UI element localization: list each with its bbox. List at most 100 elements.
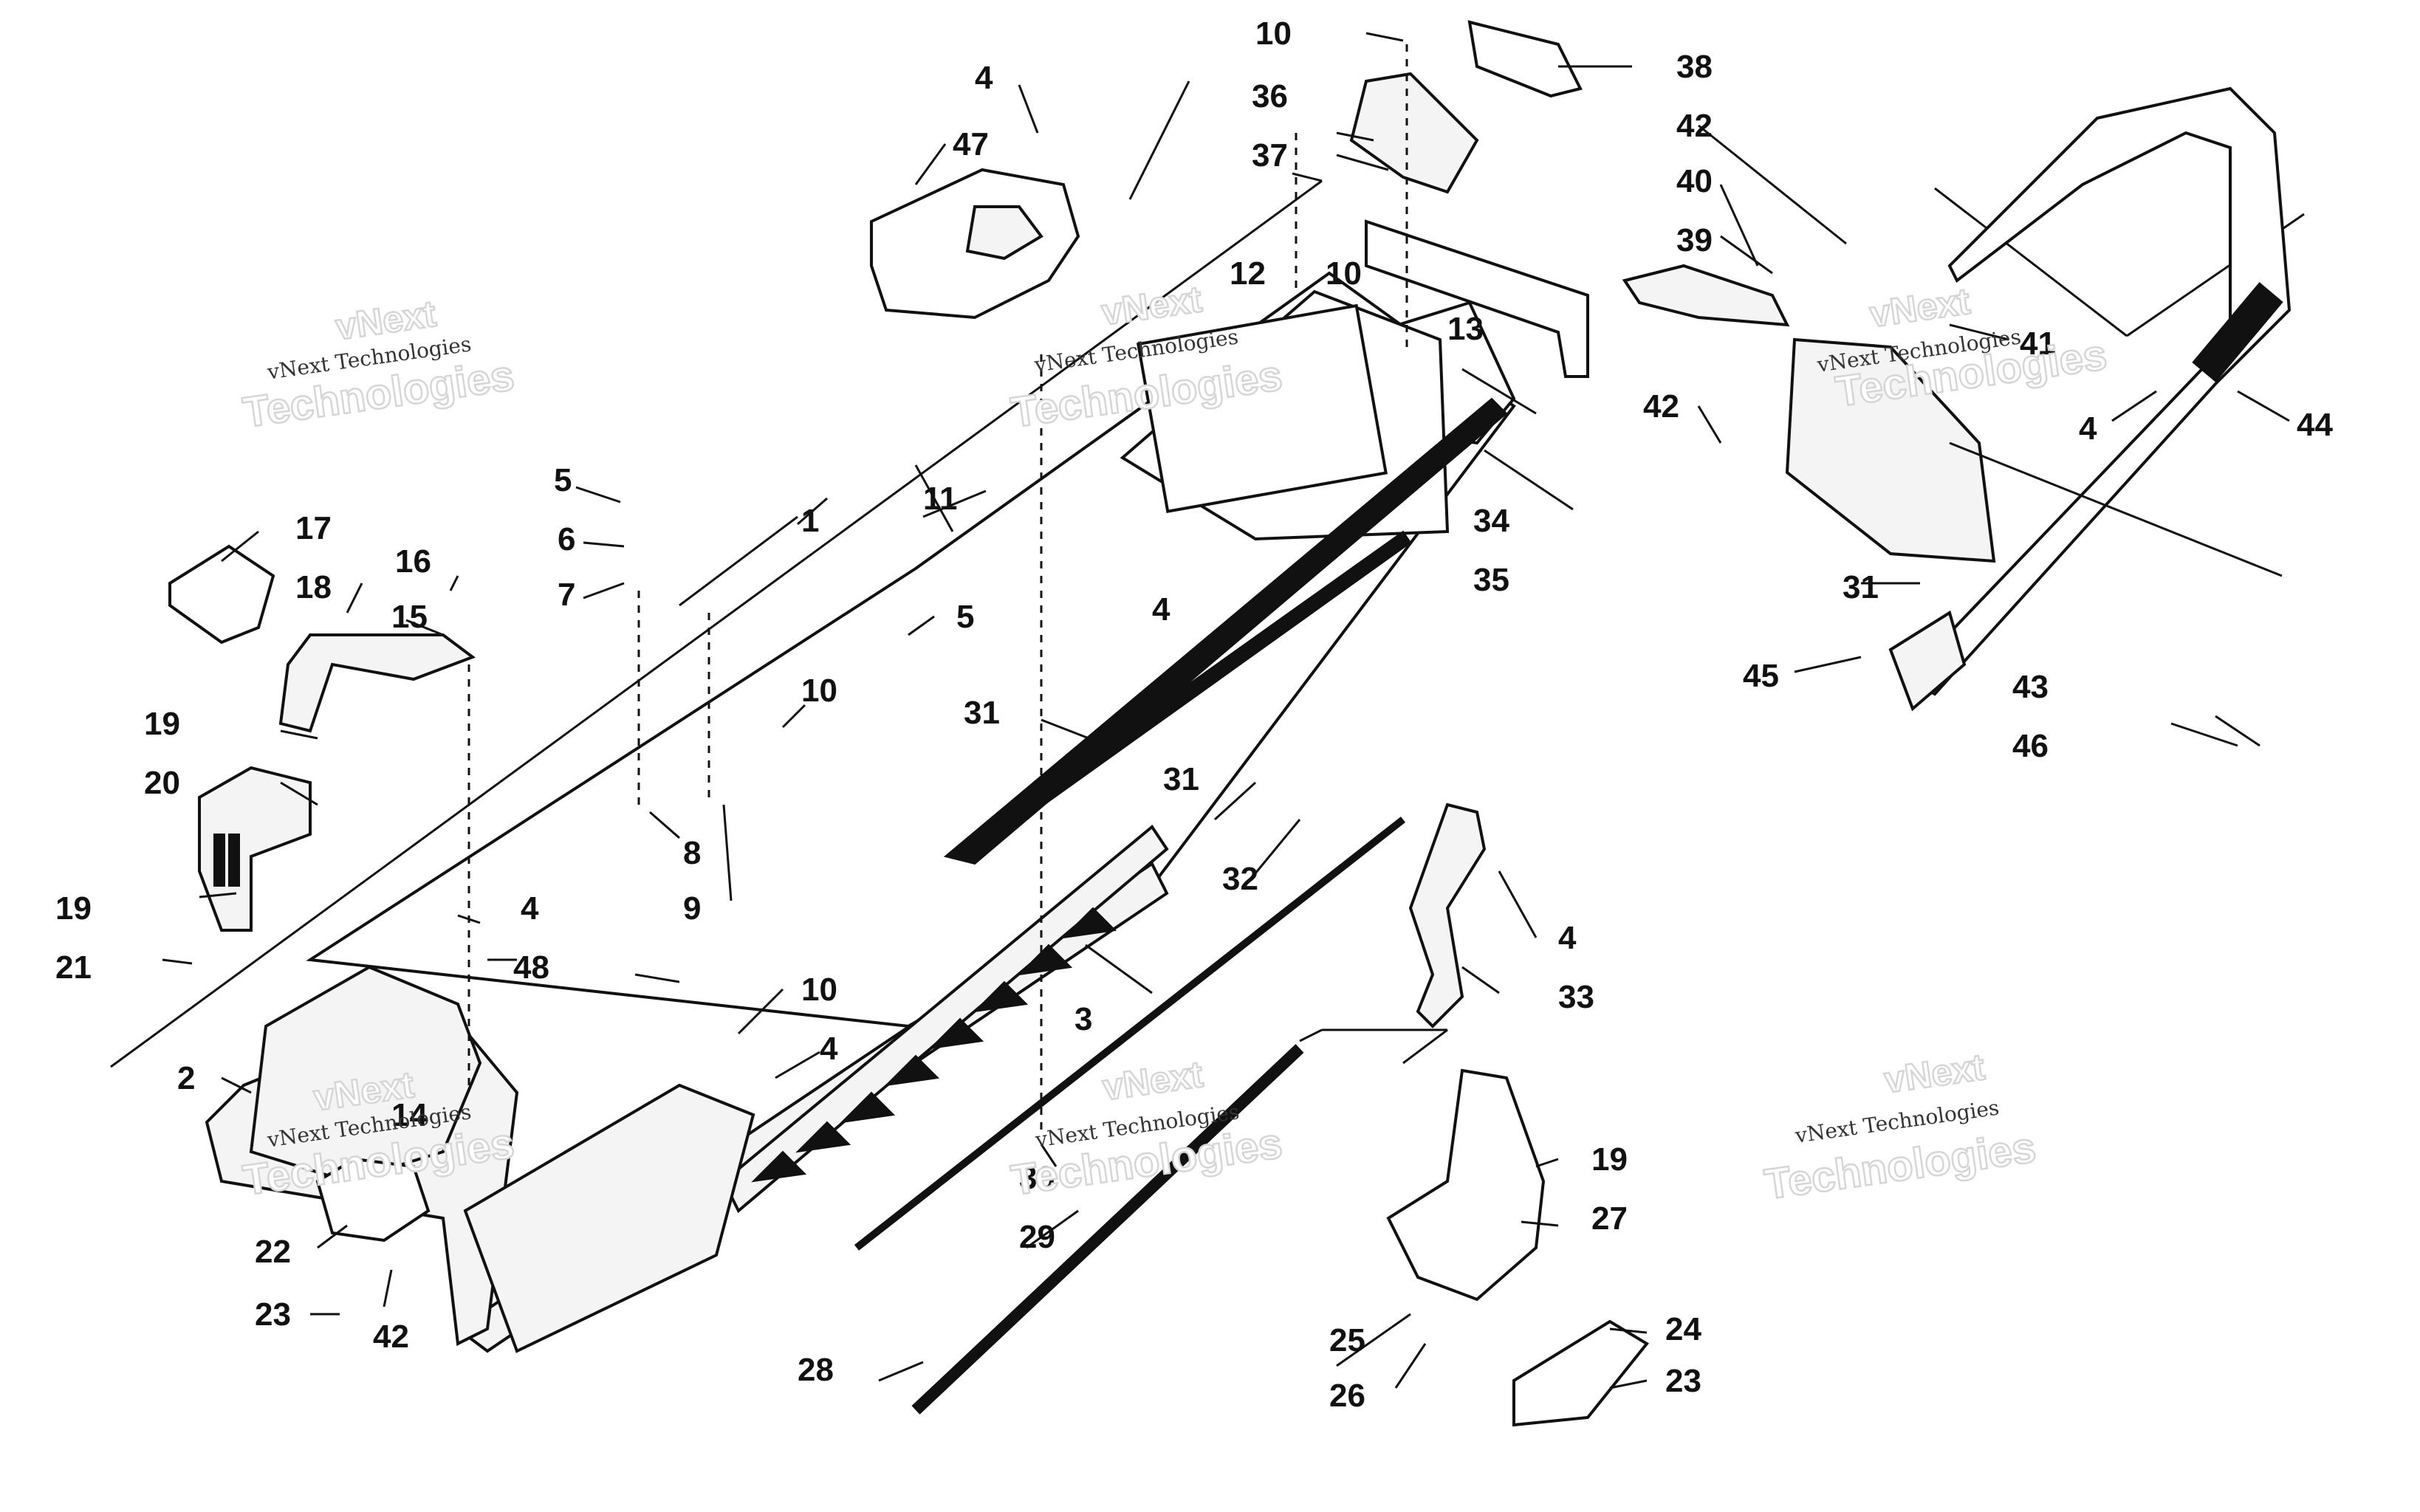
callout-43: 43 bbox=[2012, 669, 2049, 705]
callout-10b: 10 bbox=[1326, 255, 1362, 292]
callout-4a: 4 bbox=[975, 60, 993, 96]
lower-left-cover bbox=[315, 1157, 431, 1243]
callout-48: 48 bbox=[513, 949, 549, 986]
bracket-38 bbox=[1467, 20, 1583, 98]
callout-2: 2 bbox=[177, 1060, 195, 1096]
callout-4d: 4 bbox=[820, 1031, 838, 1067]
callout-44: 44 bbox=[2297, 407, 2333, 443]
callout-45: 45 bbox=[1743, 658, 1779, 694]
callout-38: 38 bbox=[1676, 49, 1713, 85]
left-bracket-assembly bbox=[168, 544, 476, 932]
rear-bracket-assembly bbox=[1349, 20, 1589, 378]
callout-5a: 5 bbox=[554, 462, 572, 498]
callout-19c: 19 bbox=[1591, 1141, 1628, 1178]
callout-37: 37 bbox=[1252, 137, 1288, 173]
bracket-13 bbox=[1365, 219, 1589, 378]
bracket-15 bbox=[278, 633, 476, 733]
callout-41: 41 bbox=[2020, 326, 2056, 362]
callout-14: 14 bbox=[391, 1097, 428, 1133]
callout-4c: 4 bbox=[521, 890, 539, 927]
callout-15: 15 bbox=[391, 599, 428, 635]
callout-5b: 5 bbox=[956, 599, 974, 635]
callout-27: 27 bbox=[1591, 1200, 1628, 1237]
callout-31c: 31 bbox=[1843, 569, 1879, 605]
callout-4f: 4 bbox=[2079, 410, 2097, 447]
callout-11: 11 bbox=[923, 481, 958, 517]
callout-22: 22 bbox=[255, 1234, 291, 1270]
callout-42a: 42 bbox=[1676, 108, 1713, 144]
front-lower-panel bbox=[463, 1083, 755, 1353]
watermark-vnext-6: vNext bbox=[1882, 1046, 1987, 1101]
callout-10c: 10 bbox=[801, 673, 837, 709]
bumper-mount-43 bbox=[1888, 610, 1967, 712]
rear-deck-window bbox=[1136, 303, 1388, 513]
callout-39: 39 bbox=[1676, 222, 1713, 258]
callout-9: 9 bbox=[683, 890, 701, 927]
callout-6: 6 bbox=[558, 521, 575, 557]
callout-4b: 4 bbox=[1152, 591, 1170, 628]
running-board-rail bbox=[721, 825, 1169, 1214]
cover-22 bbox=[315, 1157, 431, 1243]
callout-18: 18 bbox=[295, 569, 332, 605]
seat-47 bbox=[870, 168, 1080, 320]
callout-23b: 23 bbox=[1665, 1363, 1701, 1399]
footrest-assembly bbox=[1386, 803, 1649, 1427]
callout-labels: 1 2 3 4 4 4 4 4 4 5 5 6 7 8 9 10 10 10 1… bbox=[55, 16, 2333, 1414]
watermark-vnext-2: vNext bbox=[1099, 278, 1204, 333]
assembly-reference-lines bbox=[110, 172, 2305, 1068]
bracket-33 bbox=[1408, 803, 1487, 1028]
cover-17 bbox=[168, 544, 275, 645]
shaft-assembly bbox=[854, 817, 1406, 1415]
rail-cutouts bbox=[751, 907, 1117, 1183]
bracket-20 bbox=[198, 766, 312, 932]
callout-36: 36 bbox=[1252, 78, 1288, 114]
callout-34: 34 bbox=[1473, 503, 1509, 539]
callout-42b: 42 bbox=[1643, 388, 1679, 425]
callout-42c: 42 bbox=[373, 1319, 409, 1355]
callout-20: 20 bbox=[144, 765, 180, 801]
callout-16: 16 bbox=[395, 543, 431, 580]
callout-31b: 31 bbox=[1163, 761, 1199, 797]
callout-13: 13 bbox=[1447, 311, 1484, 347]
rear-bumper-assembly bbox=[1622, 86, 2292, 712]
bracket-37 bbox=[1349, 72, 1479, 194]
taillight-housing-41 bbox=[1785, 337, 1996, 563]
footrest-plate-25 bbox=[1386, 1068, 1546, 1302]
callout-29: 29 bbox=[1019, 1219, 1055, 1255]
bumper-decal bbox=[2192, 282, 2283, 382]
decal-stripe-34 bbox=[943, 397, 1508, 865]
callout-33: 33 bbox=[1558, 979, 1594, 1015]
callout-30: 30 bbox=[1019, 1160, 1055, 1196]
callout-24: 24 bbox=[1665, 1311, 1701, 1347]
snowflap-39 bbox=[1622, 264, 1790, 327]
callout-28: 28 bbox=[798, 1352, 834, 1388]
step-24 bbox=[1512, 1319, 1649, 1427]
callout-21: 21 bbox=[55, 949, 92, 986]
callout-19a: 19 bbox=[144, 706, 180, 742]
callout-3: 3 bbox=[1074, 1001, 1092, 1037]
watermark-vnext-5: vNext bbox=[1100, 1054, 1206, 1108]
decal-stripe-35 bbox=[966, 530, 1412, 850]
callout-17: 17 bbox=[295, 510, 332, 546]
front-bulkhead bbox=[249, 965, 482, 1183]
callout-4e: 4 bbox=[1558, 920, 1577, 956]
callout-40: 40 bbox=[1676, 163, 1713, 199]
callout-32: 32 bbox=[1222, 861, 1258, 897]
callout-26: 26 bbox=[1329, 1378, 1365, 1414]
callout-19b: 19 bbox=[55, 890, 92, 927]
leader-lines bbox=[162, 32, 2290, 1389]
callout-31a: 31 bbox=[964, 695, 1000, 731]
callout-10d: 10 bbox=[801, 972, 837, 1008]
callout-1: 1 bbox=[801, 503, 819, 539]
callout-35: 35 bbox=[1473, 562, 1509, 598]
callout-10a: 10 bbox=[1255, 16, 1292, 52]
callout-8: 8 bbox=[683, 835, 701, 871]
alignment-dash-lines bbox=[467, 44, 1408, 1130]
callout-23a: 23 bbox=[255, 1296, 291, 1333]
callout-7: 7 bbox=[558, 577, 575, 613]
callout-12: 12 bbox=[1230, 255, 1266, 292]
callout-25: 25 bbox=[1329, 1322, 1365, 1358]
callout-46: 46 bbox=[2012, 728, 2049, 764]
callout-47: 47 bbox=[953, 126, 989, 162]
